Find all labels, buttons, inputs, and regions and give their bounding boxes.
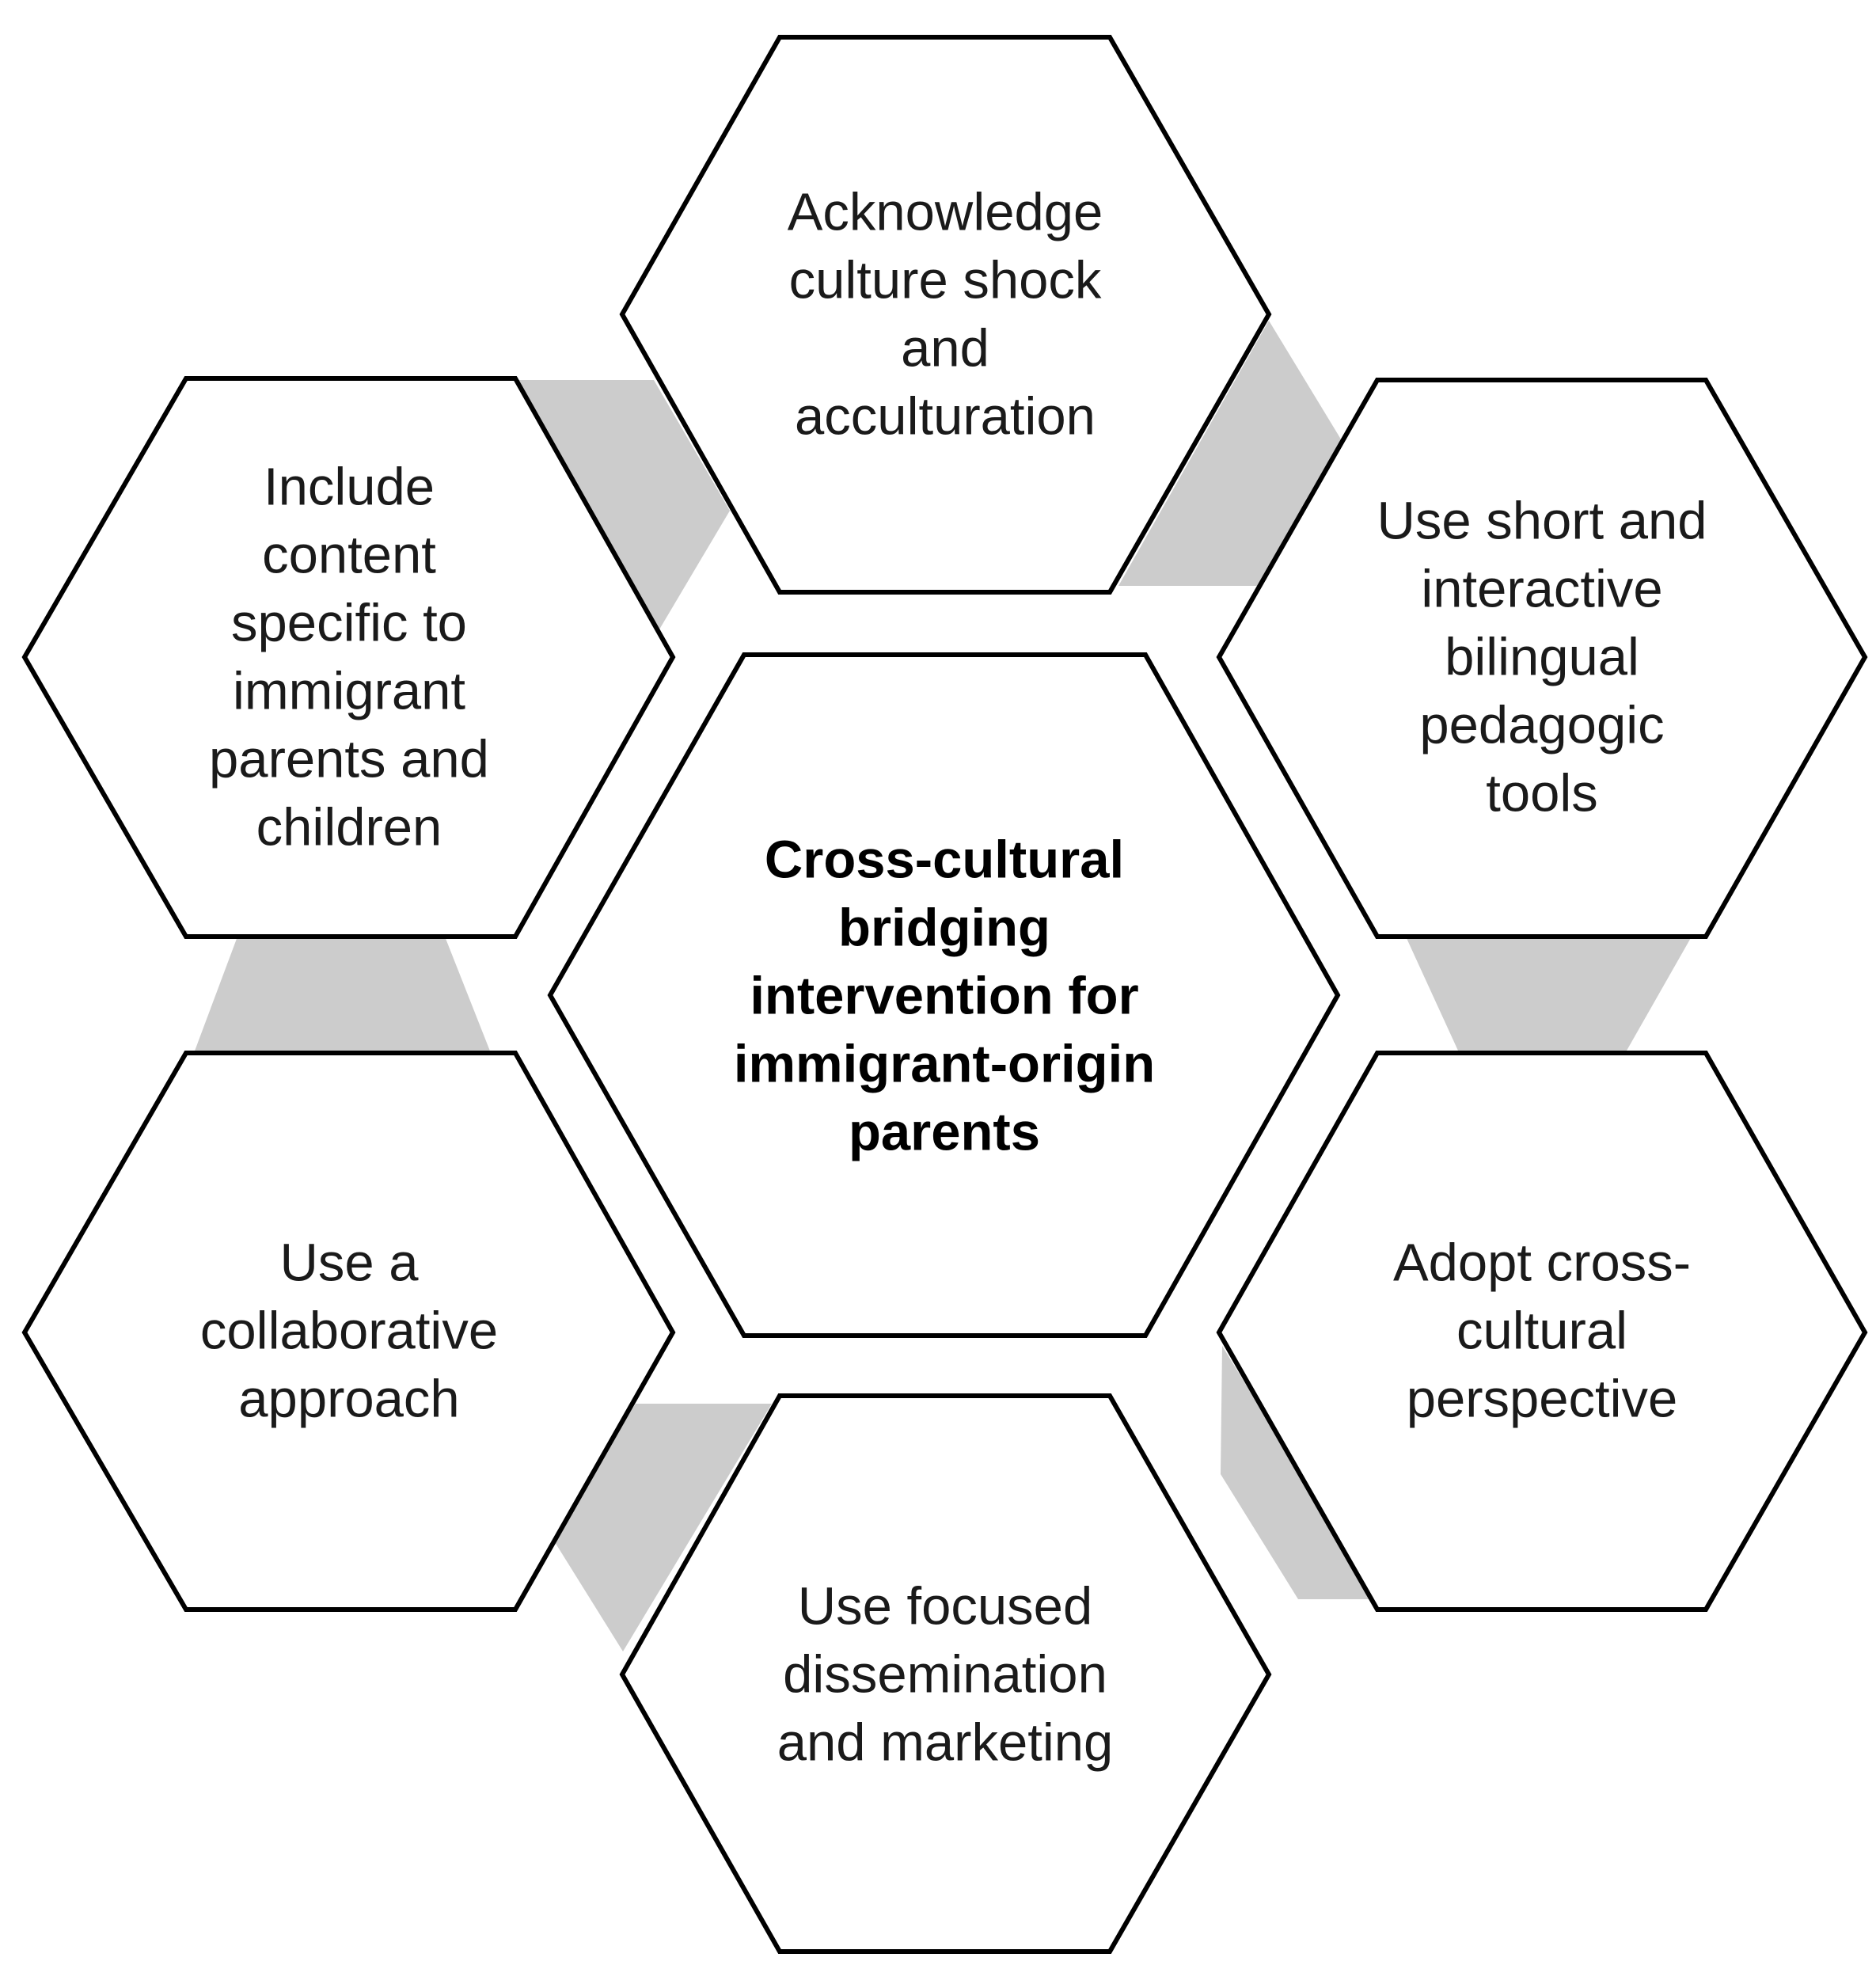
- connector-top-upper-right: [1118, 321, 1345, 586]
- hexagon-upper-right: [1216, 378, 1868, 939]
- label-line: interactive: [1421, 560, 1662, 619]
- label-lower-left: Use a collaborative approach: [200, 1233, 498, 1429]
- label-line: specific to: [231, 594, 467, 653]
- label-center: Cross-cultural bridging intervention for im…: [734, 830, 1155, 1162]
- label-line: dissemination: [783, 1645, 1107, 1705]
- label-line: acculturation: [795, 387, 1096, 447]
- hexagon-top: [619, 35, 1272, 595]
- hexagon-lower-left: [21, 1051, 676, 1612]
- label-line: Adopt cross-: [1393, 1233, 1691, 1293]
- label-line: intervention for: [750, 967, 1138, 1026]
- label-line: bilingual: [1445, 628, 1639, 687]
- label-line: perspective: [1407, 1370, 1678, 1429]
- label-line: Use short and: [1377, 492, 1707, 551]
- label-line: cultural: [1456, 1302, 1627, 1361]
- label-upper-left: Include content specific to immigrant parent…: [209, 458, 489, 857]
- hexagon-lower-right: [1216, 1051, 1868, 1612]
- label-line: Use a: [279, 1233, 419, 1293]
- connector-upper-left-top: [515, 380, 730, 629]
- label-line: immigrant: [233, 662, 465, 721]
- label-line: collaborative: [200, 1302, 498, 1361]
- hexagons: [21, 35, 1868, 1954]
- connector-lower-left-upper-left: [194, 937, 491, 1053]
- label-line: bridging: [838, 899, 1050, 958]
- label-line: pedagogic: [1419, 696, 1664, 755]
- hexagon-bottom: [619, 1393, 1272, 1954]
- label-upper-right: Use short and interactive bilingual pedagog…: [1377, 492, 1707, 823]
- label-line: Use focused: [798, 1577, 1092, 1636]
- label-line: immigrant-origin: [734, 1035, 1155, 1094]
- label-line: tools: [1486, 764, 1598, 823]
- label-line: Include: [264, 458, 435, 517]
- label-line: parents: [849, 1103, 1040, 1162]
- label-line: Cross-cultural: [765, 830, 1124, 890]
- hexagon-upper-left: [21, 376, 676, 939]
- label-line: children: [256, 798, 442, 857]
- label-line: approach: [238, 1370, 459, 1429]
- label-line: content: [262, 526, 436, 585]
- connector-bottom-lower-left: [551, 1404, 772, 1651]
- connector-upper-right-lower-right: [1406, 937, 1692, 1051]
- label-bottom: Use focused dissemination and marketing: [777, 1577, 1114, 1773]
- labels: Cross-cultural bridging intervention for im…: [200, 183, 1707, 1773]
- hexagon-center: [547, 652, 1341, 1338]
- label-line: Acknowledge: [788, 183, 1103, 242]
- label-line: and: [901, 319, 989, 378]
- label-lower-right: Adopt cross-cultural perspective: [1393, 1233, 1691, 1429]
- label-line: parents and: [209, 730, 489, 789]
- label-line: and marketing: [777, 1713, 1114, 1773]
- label-top: Acknowledge culture shock and acculturation: [788, 183, 1103, 447]
- label-line: culture shock: [789, 251, 1102, 310]
